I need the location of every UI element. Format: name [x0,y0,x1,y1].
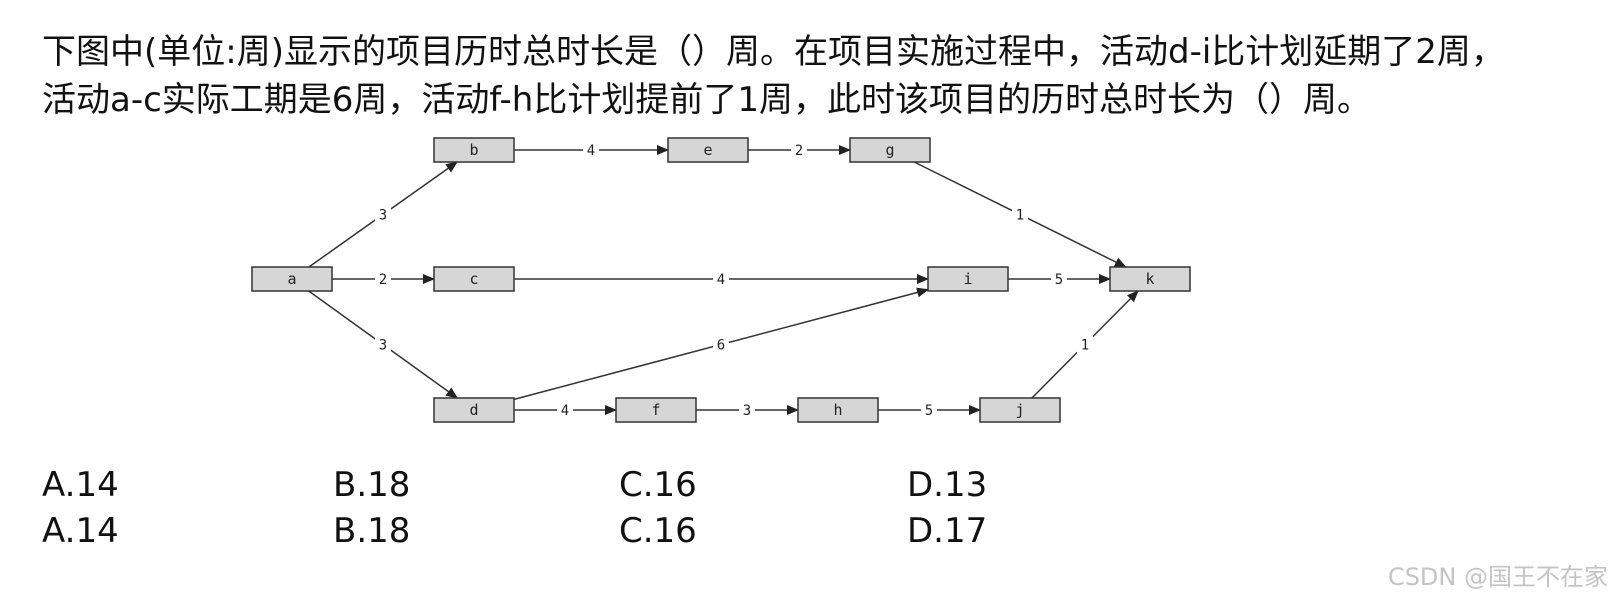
edge-g-k: 1 [913,161,1127,268]
node-label: e [703,141,712,159]
option-c[interactable]: C.16 [619,465,697,505]
edge-label-background [375,335,391,354]
edge-duration-label: 4 [587,143,595,159]
node-k: k [1109,266,1191,292]
option-c[interactable]: C.16 [619,511,697,551]
answer-options: A.14 B.18 C.16 D.13 A.14 B.18 C.16 D.17 [42,462,1042,554]
node-label: g [885,141,894,159]
node-box [251,266,333,292]
edge-duration-label: 4 [717,272,725,288]
edge-d-f: 4 [514,401,617,419]
edge-duration-label: 4 [561,403,569,419]
edge-label-background [557,401,573,419]
edge-e-g: 2 [748,141,851,159]
edge-label-background [1012,205,1028,224]
edge-duration-label: 3 [379,338,387,354]
node-i: i [927,266,1009,292]
edge-label-background [375,270,391,288]
edge-duration-label: 5 [1055,272,1063,288]
edge-a-c: 2 [332,270,435,288]
edge-label-background [791,141,807,159]
edge-i-k: 5 [1008,270,1111,288]
option-a[interactable]: A.14 [42,465,119,505]
node-box [979,397,1061,423]
edge-label-background [713,335,729,354]
edge-c-i: 4 [514,270,929,288]
node-j: j [979,397,1061,423]
edge-duration-label: 2 [379,272,387,288]
node-d: d [433,397,515,423]
edge-h-j: 5 [878,401,981,419]
node-label: a [287,270,296,288]
edge-duration-label: 3 [743,403,751,419]
node-f: f [615,397,697,423]
node-c: c [433,266,515,292]
question-line-1: 下图中(单位:周)显示的项目历时总时长是（）周。在项目实施过程中，活动d-i比计… [42,32,1505,72]
node-box [927,266,1009,292]
edge-label-background [583,141,599,159]
edge-label-background [375,205,391,224]
node-box [433,137,515,163]
edge-duration-label: 1 [1081,338,1089,354]
node-box [433,397,515,423]
node-label: h [833,401,842,419]
node-label: j [1015,401,1024,419]
edge-duration-label: 2 [795,143,803,159]
node-label: d [469,401,478,419]
nodes-layer: a b c d e f g h i j k [251,137,1191,423]
edge-duration-label: 5 [925,403,933,419]
node-box [797,397,879,423]
node-a: a [251,266,333,292]
node-e: e [667,137,749,163]
node-box [433,266,515,292]
node-box [667,137,749,163]
edge-label-background [921,401,937,419]
node-b: b [433,137,515,163]
node-label: k [1145,270,1154,288]
option-b[interactable]: B.18 [333,511,411,551]
edge-label-background [739,401,755,419]
node-box [849,137,931,163]
edge-duration-label: 3 [379,208,387,224]
edge-b-e: 4 [514,141,669,159]
options-row-2: A.14 B.18 C.16 D.17 [42,508,1042,554]
watermark: CSDN @国王不在家 [1387,563,1608,591]
edge-a-d: 3 [308,290,459,399]
edge-duration-label: 1 [1016,208,1024,224]
node-box [615,397,697,423]
question-text: 下图中(单位:周)显示的项目历时总时长是（）周。在项目实施过程中，活动d-i比计… [42,28,1602,124]
node-label: b [469,141,478,159]
option-a[interactable]: A.14 [42,511,119,551]
option-d[interactable]: D.13 [907,465,988,505]
node-label: c [469,270,478,288]
node-label: i [963,270,972,288]
options-row-1: A.14 B.18 C.16 D.13 [42,462,1042,508]
node-h: h [797,397,879,423]
edge-label-background [713,270,729,288]
edge-a-b: 3 [308,161,458,268]
node-label: f [651,401,660,419]
question-line-2: 活动a-c实际工期是6周，活动f-h比计划提前了1周，此时该项目的历时总时长为（… [42,80,1371,120]
edge-j-k: 1 [1031,290,1139,399]
edge-label-background [1051,270,1067,288]
node-g: g [849,137,931,163]
node-box [1109,266,1191,292]
option-d[interactable]: D.17 [907,511,988,551]
edge-label-background [1077,335,1093,354]
edge-duration-label: 6 [717,338,725,354]
option-b[interactable]: B.18 [333,465,411,505]
edge-f-h: 3 [696,401,799,419]
edges-layer: 3 2 3 4 2 1 4 6 5 4 3 5 1 [308,141,1139,419]
edge-d-i: 6 [513,287,929,401]
